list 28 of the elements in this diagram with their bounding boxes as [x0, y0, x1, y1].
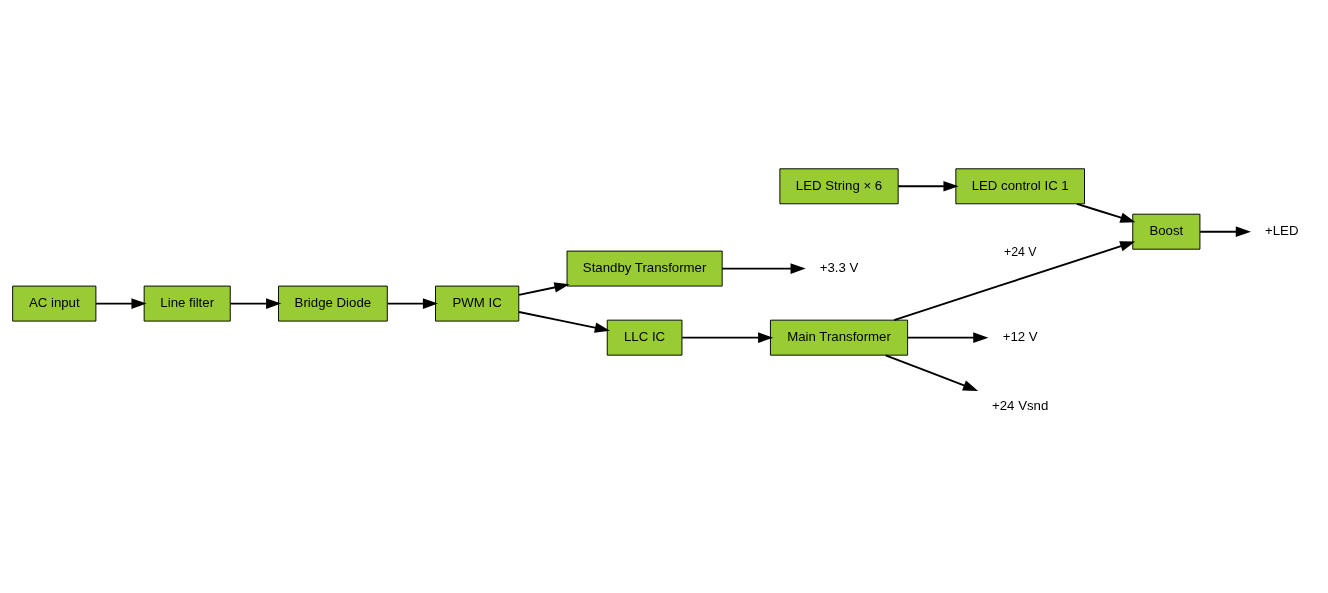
arrow — [95, 298, 147, 309]
arrow — [721, 263, 806, 274]
node-box: Standby Transformer — [566, 250, 723, 287]
arrow — [229, 298, 282, 309]
node-box: Bridge Diode — [278, 285, 388, 322]
edge-label: +24 V — [1003, 244, 1037, 259]
node-text: +LED — [1265, 223, 1299, 239]
node-box: AC input — [12, 285, 97, 322]
arrow — [1075, 202, 1136, 223]
arrow — [906, 332, 989, 343]
node-box: Main Transformer — [769, 319, 909, 356]
node-box: LLC IC — [606, 319, 683, 356]
arrow — [518, 311, 610, 333]
node-box: LED String × 6 — [779, 168, 899, 205]
arrow — [893, 241, 1136, 321]
arrow — [386, 298, 439, 309]
arrow — [897, 180, 959, 192]
node-text: +24 Vsnd — [992, 398, 1049, 414]
arrow — [1199, 226, 1251, 237]
arrow — [518, 282, 570, 296]
node-text: +12 V — [1002, 329, 1038, 345]
node-box: Boost — [1132, 213, 1201, 250]
node-box: Line filter — [143, 285, 231, 322]
arrow — [681, 332, 774, 343]
arrow — [884, 354, 979, 391]
node-box: PWM IC — [435, 285, 520, 322]
node-text: +3.3 V — [819, 260, 859, 276]
node-box: LED control IC 1 — [955, 168, 1085, 205]
